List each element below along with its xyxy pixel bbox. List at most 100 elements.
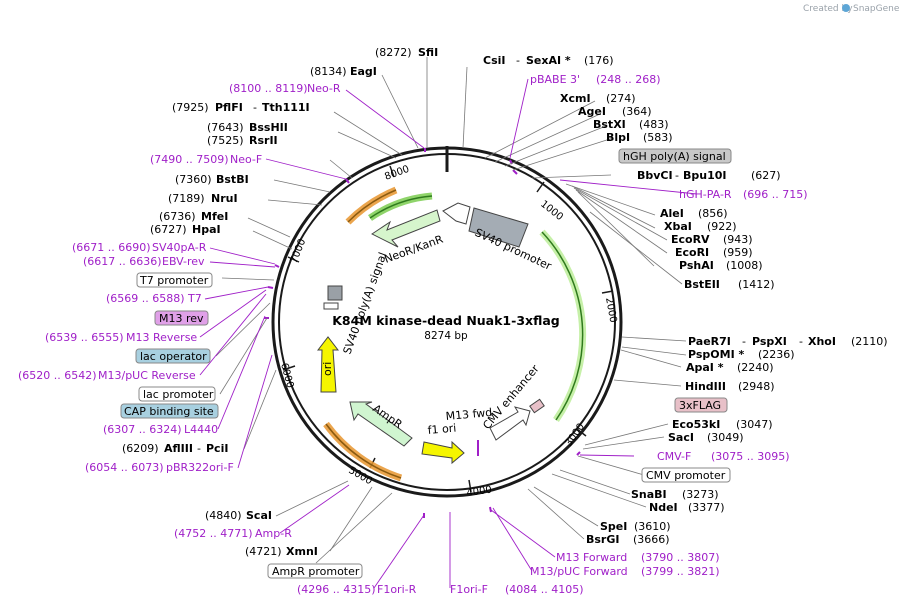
feature-lacprom: lac promoter	[143, 388, 214, 401]
site-eco53ki-pos: (3047)	[736, 418, 773, 431]
site-pflfi[interactable]: PflFI	[215, 101, 243, 114]
site-alei-pos: (856)	[698, 207, 728, 220]
site-bsshii[interactable]: BssHII	[249, 121, 288, 134]
site-pflfi-pos: (7925)	[172, 101, 209, 114]
site-paer7i[interactable]: PaeR7I	[688, 335, 731, 348]
primer-ampr-range: (4752 .. 4771)	[174, 527, 253, 540]
f1-ori-shape	[421, 440, 465, 465]
site-eco53ki[interactable]: Eco53kI	[672, 418, 720, 431]
primer-sv40par[interactable]: SV40pA-R	[152, 241, 207, 254]
site-hindiii[interactable]: HindIII	[685, 380, 726, 393]
plasmid-size: 8274 bp	[424, 330, 468, 342]
site-bstbi[interactable]: BstBI	[216, 173, 249, 186]
primer-pbabe[interactable]: pBABE 3'	[530, 73, 580, 86]
site-bsrgi[interactable]: BsrGI	[586, 533, 619, 546]
site-eag[interactable]: EagI	[350, 65, 377, 78]
site-bpu10i[interactable]: Bpu10I	[683, 169, 727, 182]
site-scai[interactable]: ScaI	[246, 509, 272, 522]
primer-leader-lines	[199, 78, 698, 589]
site-aflii[interactable]: AflIII	[164, 442, 193, 455]
tick-3000: 3000	[563, 422, 587, 449]
site-csi[interactable]: CsiI	[483, 54, 505, 67]
site-snabi-pos: (3273)	[682, 488, 719, 501]
site-saci[interactable]: SacI	[668, 431, 694, 444]
site-apai-pos: (2240)	[737, 361, 774, 374]
primer-m13puc-rev[interactable]: M13/pUC Reverse	[98, 369, 196, 382]
site-xhoi[interactable]: XhoI	[808, 335, 836, 348]
primer-f1orir[interactable]: F1ori-R	[377, 583, 417, 596]
feature-box-lacprom[interactable]	[138, 386, 216, 402]
site-bbvci[interactable]: BbvCI	[637, 169, 673, 182]
primer-m13forward-range: (3790 .. 3807)	[641, 551, 720, 564]
site-paer7i-sep2: -	[799, 335, 803, 348]
site-apai[interactable]: ApaI *	[686, 361, 724, 374]
site-sexai[interactable]: SexAI *	[526, 54, 571, 67]
site-pshai[interactable]: PshAI	[679, 259, 714, 272]
site-pspomi[interactable]: PspOMI *	[688, 348, 745, 361]
site-alei[interactable]: AleI	[660, 207, 684, 220]
primer-cmvf-range: (3075 .. 3095)	[711, 450, 790, 463]
site-xbai[interactable]: XbaI	[664, 220, 692, 233]
primer-cmvf[interactable]: CMV-F	[657, 450, 691, 463]
primer-f1orif[interactable]: F1ori-F	[450, 583, 488, 596]
site-saci-pos: (3049)	[707, 431, 744, 444]
site-sfi-pos: (8272)	[375, 46, 412, 59]
site-blpi-pos: (583)	[643, 131, 673, 144]
site-xcm[interactable]: XcmI	[560, 92, 591, 105]
primer-t7[interactable]: T7	[187, 292, 202, 305]
primer-l4440[interactable]: L4440	[184, 423, 218, 436]
feature-box-flag[interactable]	[674, 397, 728, 413]
feature-box-cap[interactable]	[120, 403, 219, 419]
site-hpai[interactable]: HpaI	[192, 223, 221, 236]
feature-m13rev: M13 rev	[159, 312, 204, 325]
primer-ampr[interactable]: Amp-R	[255, 527, 292, 540]
site-bstbi-pos: (7360)	[175, 173, 212, 186]
site-nrui-pos: (7189)	[168, 192, 205, 205]
site-mfei[interactable]: MfeI	[201, 210, 228, 223]
primer-m13reverse[interactable]: M13 Reverse	[126, 331, 197, 344]
site-nrui[interactable]: NruI	[211, 192, 238, 205]
feature-box-lacop[interactable]	[135, 348, 211, 364]
site-age[interactable]: AgeI	[578, 105, 606, 118]
primer-sv40par-range: (6671 .. 6690)	[72, 241, 151, 254]
neo-green-arc-line	[369, 195, 433, 219]
primer-neor[interactable]: Neo-R	[307, 82, 341, 95]
ampr-shape	[349, 401, 413, 447]
site-tth111i[interactable]: Tth111I	[262, 101, 310, 114]
primer-neof[interactable]: Neo-F	[230, 153, 262, 166]
site-bstxi-pos: (483)	[639, 118, 669, 131]
primer-pbr322[interactable]: pBR322ori-F	[166, 461, 234, 474]
site-snabi[interactable]: SnaBI	[631, 488, 667, 501]
site-eag-pos: (8134)	[310, 65, 347, 78]
site-ndei[interactable]: NdeI	[649, 501, 678, 514]
site-rsrii-pos: (7525)	[207, 134, 244, 147]
sv40-polya-small	[323, 302, 339, 310]
site-ecorv[interactable]: EcoRV	[671, 233, 710, 246]
primer-pbabe-range: (248 .. 268)	[596, 73, 661, 86]
label-m13fwd: M13 fwd	[445, 406, 493, 423]
primer-hghpar[interactable]: hGH-PA-R	[679, 188, 732, 201]
site-bsteii[interactable]: BstEII	[684, 278, 720, 291]
primer-m13forward[interactable]: M13 Forward	[556, 551, 627, 564]
feature-box-amprprom[interactable]	[267, 563, 363, 579]
label-f1ori: f1 ori	[427, 422, 457, 437]
feature-box-m13rev[interactable]	[154, 310, 209, 326]
site-bstxi[interactable]: BstXI	[593, 118, 626, 131]
leader-lines	[215, 57, 687, 564]
primer-ebvrev[interactable]: EBV-rev	[162, 255, 205, 268]
site-bsshii-pos: (7643)	[207, 121, 244, 134]
feature-box-t7promoter[interactable]	[136, 272, 213, 288]
site-blpi[interactable]: BlpI	[606, 131, 630, 144]
feature-box-hghpolya[interactable]	[618, 148, 732, 164]
site-rsrii[interactable]: RsrII	[249, 134, 278, 147]
primer-neof-range: (7490 .. 7509)	[150, 153, 229, 166]
site-sfi[interactable]: SfiI	[418, 46, 438, 59]
feature-box-cmvprom[interactable]	[641, 467, 731, 483]
site-spei[interactable]: SpeI	[600, 520, 627, 533]
site-ecori[interactable]: EcoRI	[675, 246, 709, 259]
flag-small-shape	[529, 398, 545, 414]
site-xmni[interactable]: XmnI	[286, 545, 318, 558]
primer-m13puc-fwd[interactable]: M13/pUC Forward	[530, 565, 628, 578]
site-pspxi[interactable]: PspXI	[752, 335, 787, 348]
site-pcii[interactable]: PciI	[206, 442, 228, 455]
